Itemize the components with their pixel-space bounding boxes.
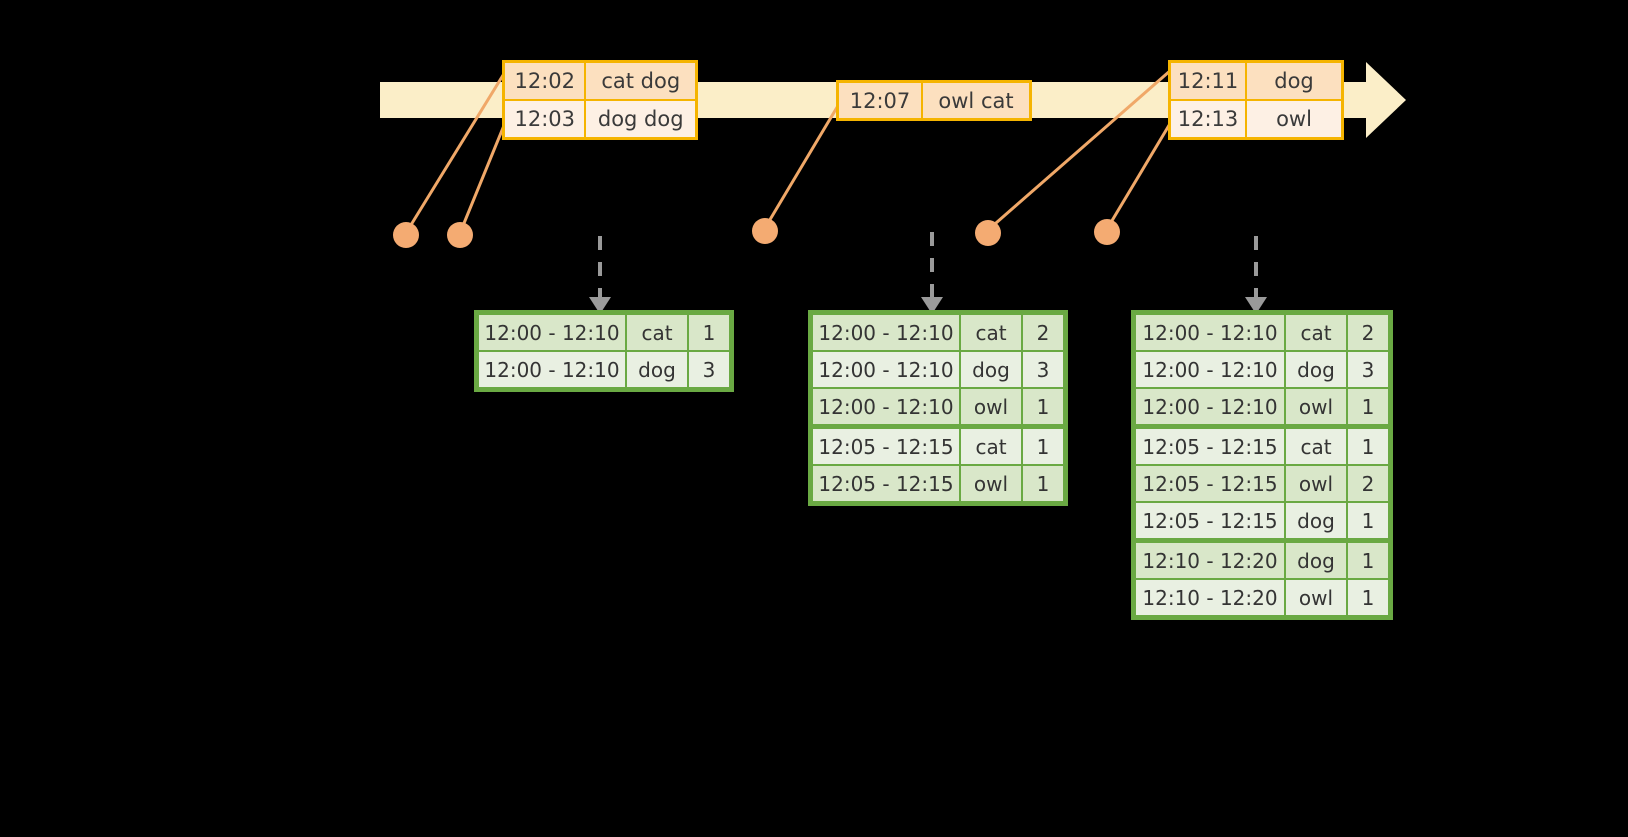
count-cell: 2 [1022,314,1064,351]
window-cell: 12:10 - 12:20 [1135,579,1285,616]
event-dot [975,220,1001,246]
window-cell: 12:00 - 12:10 [812,388,960,425]
count-cell: 3 [1022,351,1064,388]
event-time: 12:11 [1171,63,1247,99]
event-time: 12:02 [505,63,587,99]
dashed-arrow-to-table-1 [589,236,611,314]
count-cell: 1 [1022,428,1064,465]
event-words: dog [1247,63,1341,99]
count-cell: 1 [1022,465,1064,502]
event-words: cat dog [586,63,695,99]
window-cell: 12:10 - 12:20 [1135,542,1285,579]
count-cell: 1 [1347,428,1389,465]
event-words: dog dog [586,101,695,137]
key-cell: dog [626,351,688,388]
timeline-event-row: 12:11 dog [1171,63,1341,99]
count-cell: 1 [1347,502,1389,539]
timeline-event-row: 12:13 owl [1171,99,1341,137]
timeline-event-group-2: 12:07 owl cat [836,80,1032,121]
dashed-arrow-to-table-2 [921,232,943,314]
key-cell: dog [1285,502,1347,539]
count-cell: 3 [688,351,730,388]
count-cell: 1 [1347,542,1389,579]
event-words: owl [1247,101,1341,137]
key-cell: dog [1285,542,1347,579]
key-cell: owl [960,465,1022,502]
window-cell: 12:00 - 12:10 [812,314,960,351]
count-cell: 1 [1022,388,1064,425]
count-cell: 1 [1347,579,1389,616]
timeline-event-group-3: 12:11 dog 12:13 owl [1168,60,1344,140]
timeline-event-group-1: 12:02 cat dog 12:03 dog dog [502,60,698,140]
event-dot [393,222,419,248]
count-cell: 2 [1347,314,1389,351]
key-cell: dog [960,351,1022,388]
key-cell: dog [1285,351,1347,388]
timeline-event-row: 12:02 cat dog [505,63,695,99]
count-cell: 1 [688,314,730,351]
event-dot [1094,219,1120,245]
window-cell: 12:05 - 12:15 [1135,465,1285,502]
count-cell: 3 [1347,351,1389,388]
window-cell: 12:00 - 12:10 [1135,351,1285,388]
event-dot [447,222,473,248]
key-cell: owl [1285,388,1347,425]
window-cell: 12:00 - 12:10 [478,351,626,388]
event-time: 12:07 [839,83,923,118]
key-cell: cat [960,428,1022,465]
timeline-event-row: 12:03 dog dog [505,99,695,137]
window-cell: 12:05 - 12:15 [1135,502,1285,539]
window-cell: 12:05 - 12:15 [812,465,960,502]
event-words: owl cat [923,83,1029,118]
event-time: 12:13 [1171,101,1247,137]
timeline-event-row: 12:07 owl cat [839,83,1029,118]
key-cell: cat [1285,428,1347,465]
window-cell: 12:05 - 12:15 [812,428,960,465]
count-cell: 2 [1347,465,1389,502]
key-cell: owl [1285,579,1347,616]
event-time: 12:03 [505,101,587,137]
window-cell: 12:00 - 12:10 [1135,314,1285,351]
window-cell: 12:00 - 12:10 [812,351,960,388]
key-cell: cat [626,314,688,351]
dashed-arrow-to-table-3 [1245,236,1267,314]
window-cell: 12:00 - 12:10 [478,314,626,351]
key-cell: cat [1285,314,1347,351]
window-cell: 12:05 - 12:15 [1135,428,1285,465]
key-cell: cat [960,314,1022,351]
timeline-arrow-head [1366,62,1406,138]
key-cell: owl [1285,465,1347,502]
key-cell: owl [960,388,1022,425]
count-cell: 1 [1347,388,1389,425]
event-dot [752,218,778,244]
window-cell: 12:00 - 12:10 [1135,388,1285,425]
